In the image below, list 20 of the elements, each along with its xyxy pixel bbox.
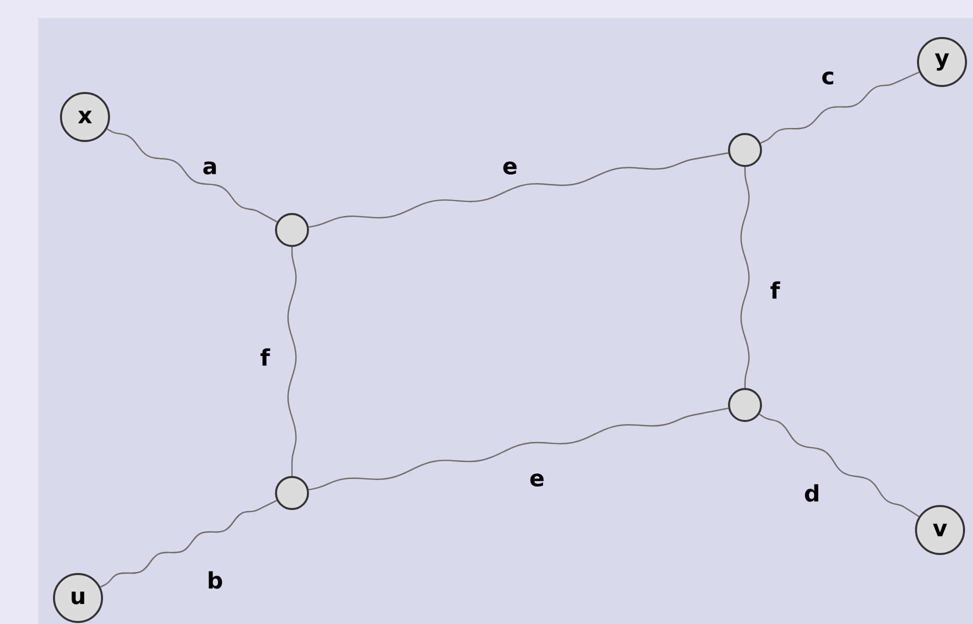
edge-label: d	[802, 482, 822, 504]
wavy-line	[740, 167, 750, 388]
wavy-line	[760, 72, 920, 144]
wavy-line	[308, 408, 728, 490]
junction-circle	[728, 133, 762, 167]
wavy-line	[287, 247, 297, 476]
edge-label: c	[820, 70, 836, 86]
wavy-line	[758, 414, 920, 518]
wavy-line	[308, 152, 728, 228]
junction-circle	[275, 213, 309, 247]
edge-label: a	[201, 160, 219, 176]
edge-label: f	[768, 280, 782, 300]
edge-label: e	[501, 160, 520, 176]
wavy-line	[100, 500, 278, 588]
edge-label: b	[206, 570, 224, 590]
wavy-line	[106, 128, 278, 222]
edge-label: f	[258, 347, 272, 367]
edge-label: e	[528, 472, 546, 488]
junction-circle	[275, 476, 309, 510]
junction-circle	[728, 388, 762, 422]
